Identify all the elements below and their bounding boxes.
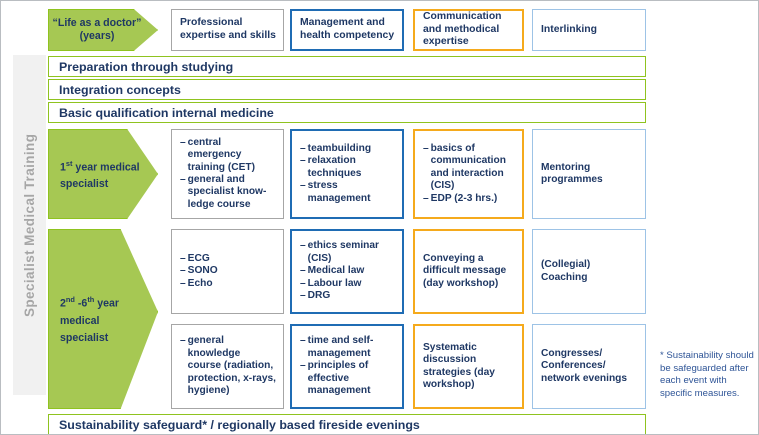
cell-year1-interlinking-text: Mentoring programmes <box>541 161 603 185</box>
cell-year2b-professional[interactable]: – general knowledge course (radiation, p… <box>171 324 284 409</box>
list-item: – ECG <box>180 253 276 265</box>
cell-year1-interlinking[interactable]: Mentoring programmes <box>532 129 646 219</box>
list-item-text: teambuilding <box>307 142 372 154</box>
list-item-text: general and specialist know-ledge course <box>187 174 267 210</box>
stage-header-line2: (years) <box>79 30 115 42</box>
list-item: – basics of communication and interactio… <box>423 143 515 193</box>
list-item: – Labour law <box>300 278 395 290</box>
list-dash: – <box>300 180 306 192</box>
cell-year2a-professional[interactable]: – ECG – SONO – Echo <box>171 229 284 314</box>
list-item: – Medical law <box>300 265 395 277</box>
stage-year1-line2: specialist <box>60 178 109 191</box>
list-item: – teambuilding <box>300 143 395 155</box>
list-dash: – <box>300 240 306 252</box>
list-dash: – <box>423 142 429 154</box>
bar-integration-label: Integration concepts <box>59 82 181 97</box>
cell-year1-management[interactable]: – teambuilding – relaxation techniques –… <box>290 129 404 219</box>
stage-year2to6-line2: medical <box>60 314 100 327</box>
column-header-communication[interactable]: Communication and methodical expertise <box>413 9 524 51</box>
list-dash: – <box>180 174 186 185</box>
column-header-professional-label: Professional expertise and skills <box>180 17 276 41</box>
list-dash: – <box>423 192 429 204</box>
list-dash: – <box>300 265 306 277</box>
list-item-text: Labour law <box>307 277 362 289</box>
list-item: – SONO <box>180 265 276 277</box>
list-dash: – <box>300 290 306 302</box>
list-item: – central emergency training (CET) <box>180 137 276 174</box>
list-dash: – <box>300 142 306 154</box>
list-dash: – <box>180 335 186 347</box>
sidebar-label: Specialist Medical Training <box>22 133 37 317</box>
cell-year2a-interlinking-text: (Collegial) Coaching <box>541 259 591 283</box>
column-header-interlinking-label: Interlinking <box>541 23 597 35</box>
stage-year2to6-line1: 2nd -6th year <box>60 295 120 310</box>
column-header-professional[interactable]: Professional expertise and skills <box>171 9 284 51</box>
cell-year2b-communication-text: Systematic discussion strategies (day wo… <box>423 341 495 390</box>
cell-year2a-communication[interactable]: Conveying a difficult message (day works… <box>413 229 524 314</box>
bar-basic-qualification[interactable]: Basic qualification internal medicine <box>48 102 646 123</box>
column-header-management[interactable]: Management and health competency <box>290 9 404 51</box>
list-item-text: principles of effective management <box>307 360 372 397</box>
column-header-management-label: Management and health competency <box>300 17 395 41</box>
bar-sustainability-safeguard[interactable]: Sustainability safeguard* / regionally b… <box>48 414 646 434</box>
list-item: – general knowledge course (radiation, p… <box>180 335 276 397</box>
stage-shape-year1: 1st year medical specialist <box>48 129 158 219</box>
cell-year2a-communication-text: Conveying a difficult message (day works… <box>423 252 507 289</box>
list-item: – stress management <box>300 180 395 205</box>
cell-year1-professional[interactable]: – central emergency training (CET) – gen… <box>171 129 284 219</box>
sidebar-band <box>13 55 46 395</box>
stage-year1-line1: 1st year medical <box>60 158 140 174</box>
list-item-text: general knowledge course (radiation, pro… <box>187 335 279 397</box>
list-item-text: Echo <box>187 277 213 289</box>
list-item: – general and specialist know-ledge cour… <box>180 174 276 211</box>
list-dash: – <box>180 252 186 264</box>
list-item-text: DRG <box>307 290 331 302</box>
list-dash: – <box>180 277 186 289</box>
list-item-text: stress management <box>307 180 371 204</box>
cell-year2a-interlinking[interactable]: (Collegial) Coaching <box>532 229 646 314</box>
bar-preparation[interactable]: Preparation through studying <box>48 56 646 77</box>
list-dash: – <box>300 277 306 289</box>
list-dash: – <box>300 360 306 372</box>
stage-header-line1: “Life as a doctor” <box>52 16 142 29</box>
list-item-text: SONO <box>187 265 218 277</box>
cell-year2b-management[interactable]: – time and self-management – principles … <box>290 324 404 409</box>
list-item: – Echo <box>180 278 276 290</box>
list-dash: – <box>180 136 186 148</box>
list-dash: – <box>300 155 306 167</box>
bar-sustainability-safeguard-label: Sustainability safeguard* / regionally b… <box>59 417 420 432</box>
list-item-text: EDP (2-3 hrs.) <box>430 192 498 204</box>
list-item: – time and self-management <box>300 335 395 360</box>
footnote-sustainability: * Sustainability should be safeguarded a… <box>660 350 756 400</box>
list-item: – DRG <box>300 290 395 302</box>
list-item-text: time and self-management <box>307 335 374 359</box>
cell-year2b-communication[interactable]: Systematic discussion strategies (day wo… <box>413 324 524 409</box>
bar-preparation-label: Preparation through studying <box>59 59 234 74</box>
stage-header-life-as-a-doctor: “Life as a doctor” (years) <box>48 9 158 51</box>
list-item-text: relaxation techniques <box>307 155 362 179</box>
list-item: – EDP (2-3 hrs.) <box>423 193 515 205</box>
list-item: – relaxation techniques <box>300 155 395 180</box>
cell-year1-communication[interactable]: – basics of communication and interactio… <box>413 129 524 219</box>
list-item: – ethics seminar (CIS) <box>300 240 395 265</box>
bar-integration[interactable]: Integration concepts <box>48 79 646 100</box>
list-item: – principles of effective management <box>300 360 395 397</box>
cell-year2b-interlinking[interactable]: Congresses/ Conferences/ network evening… <box>532 324 646 409</box>
column-header-interlinking[interactable]: Interlinking <box>532 9 646 51</box>
list-dash: – <box>180 265 186 277</box>
stage-shape-year2to6: 2nd -6th year medical specialist <box>48 229 158 409</box>
bar-basic-qualification-label: Basic qualification internal medicine <box>59 105 274 120</box>
cell-year2a-management[interactable]: – ethics seminar (CIS) – Medical law – L… <box>290 229 404 314</box>
list-item-text: basics of communication and interaction … <box>430 142 509 192</box>
list-item-text: central emergency training (CET) <box>187 136 256 173</box>
footnote-text: * Sustainability should be safeguarded a… <box>660 350 754 399</box>
list-item-text: ECG <box>187 252 210 264</box>
cell-year2b-interlinking-text: Congresses/ Conferences/ network evening… <box>541 347 628 384</box>
list-item-text: Medical law <box>307 265 365 277</box>
stage-year2to6-line3: specialist <box>60 331 109 344</box>
list-item-text: ethics seminar (CIS) <box>307 240 382 264</box>
column-header-communication-label: Communication and methodical expertise <box>423 11 502 48</box>
list-dash: – <box>300 335 306 347</box>
